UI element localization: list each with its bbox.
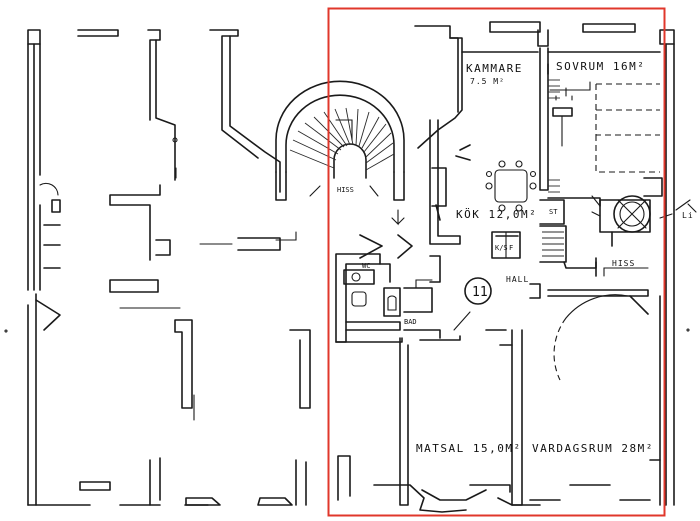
apartment-number: 11 [472,285,488,300]
label-hiss: HISS [612,259,635,268]
dining-table-kitchen [485,160,537,212]
elevator [591,177,673,247]
label-st: ST [549,208,558,216]
label-bad: BAD [404,318,417,326]
left-apartment-walls [27,29,311,506]
label-matsal: MATSAL 15,0M² [416,442,522,455]
label-kammare-area: 7.5 M² [470,77,505,86]
label-wc: WC [362,262,370,270]
label-ks: K/S [495,244,508,252]
label-f: F [509,244,513,252]
wardrobe [548,79,560,193]
bay-windows [337,455,661,513]
label-sovrum: SOVRUM 16M² [556,60,645,73]
label-kammare: KAMMARE [466,62,523,75]
apartment-number-circle [464,277,492,305]
right-apartment-walls [4,21,697,513]
room-labels: KAMMARE 7.5 M² SOVRUM 16M² KÖK 12,0M² HI… [337,60,694,455]
staircase [275,80,413,259]
label-hall: HALL [506,275,529,284]
label-vardagsrum: VARDAGSRUM 28M² [532,442,654,455]
highlight-frame [327,7,666,517]
beds [549,81,660,173]
label-kok: KÖK 12,0M² [456,208,537,221]
margin-note: Li [682,211,694,220]
label-hiss-stair: HISS [337,186,354,194]
bathroom-block [335,253,471,343]
